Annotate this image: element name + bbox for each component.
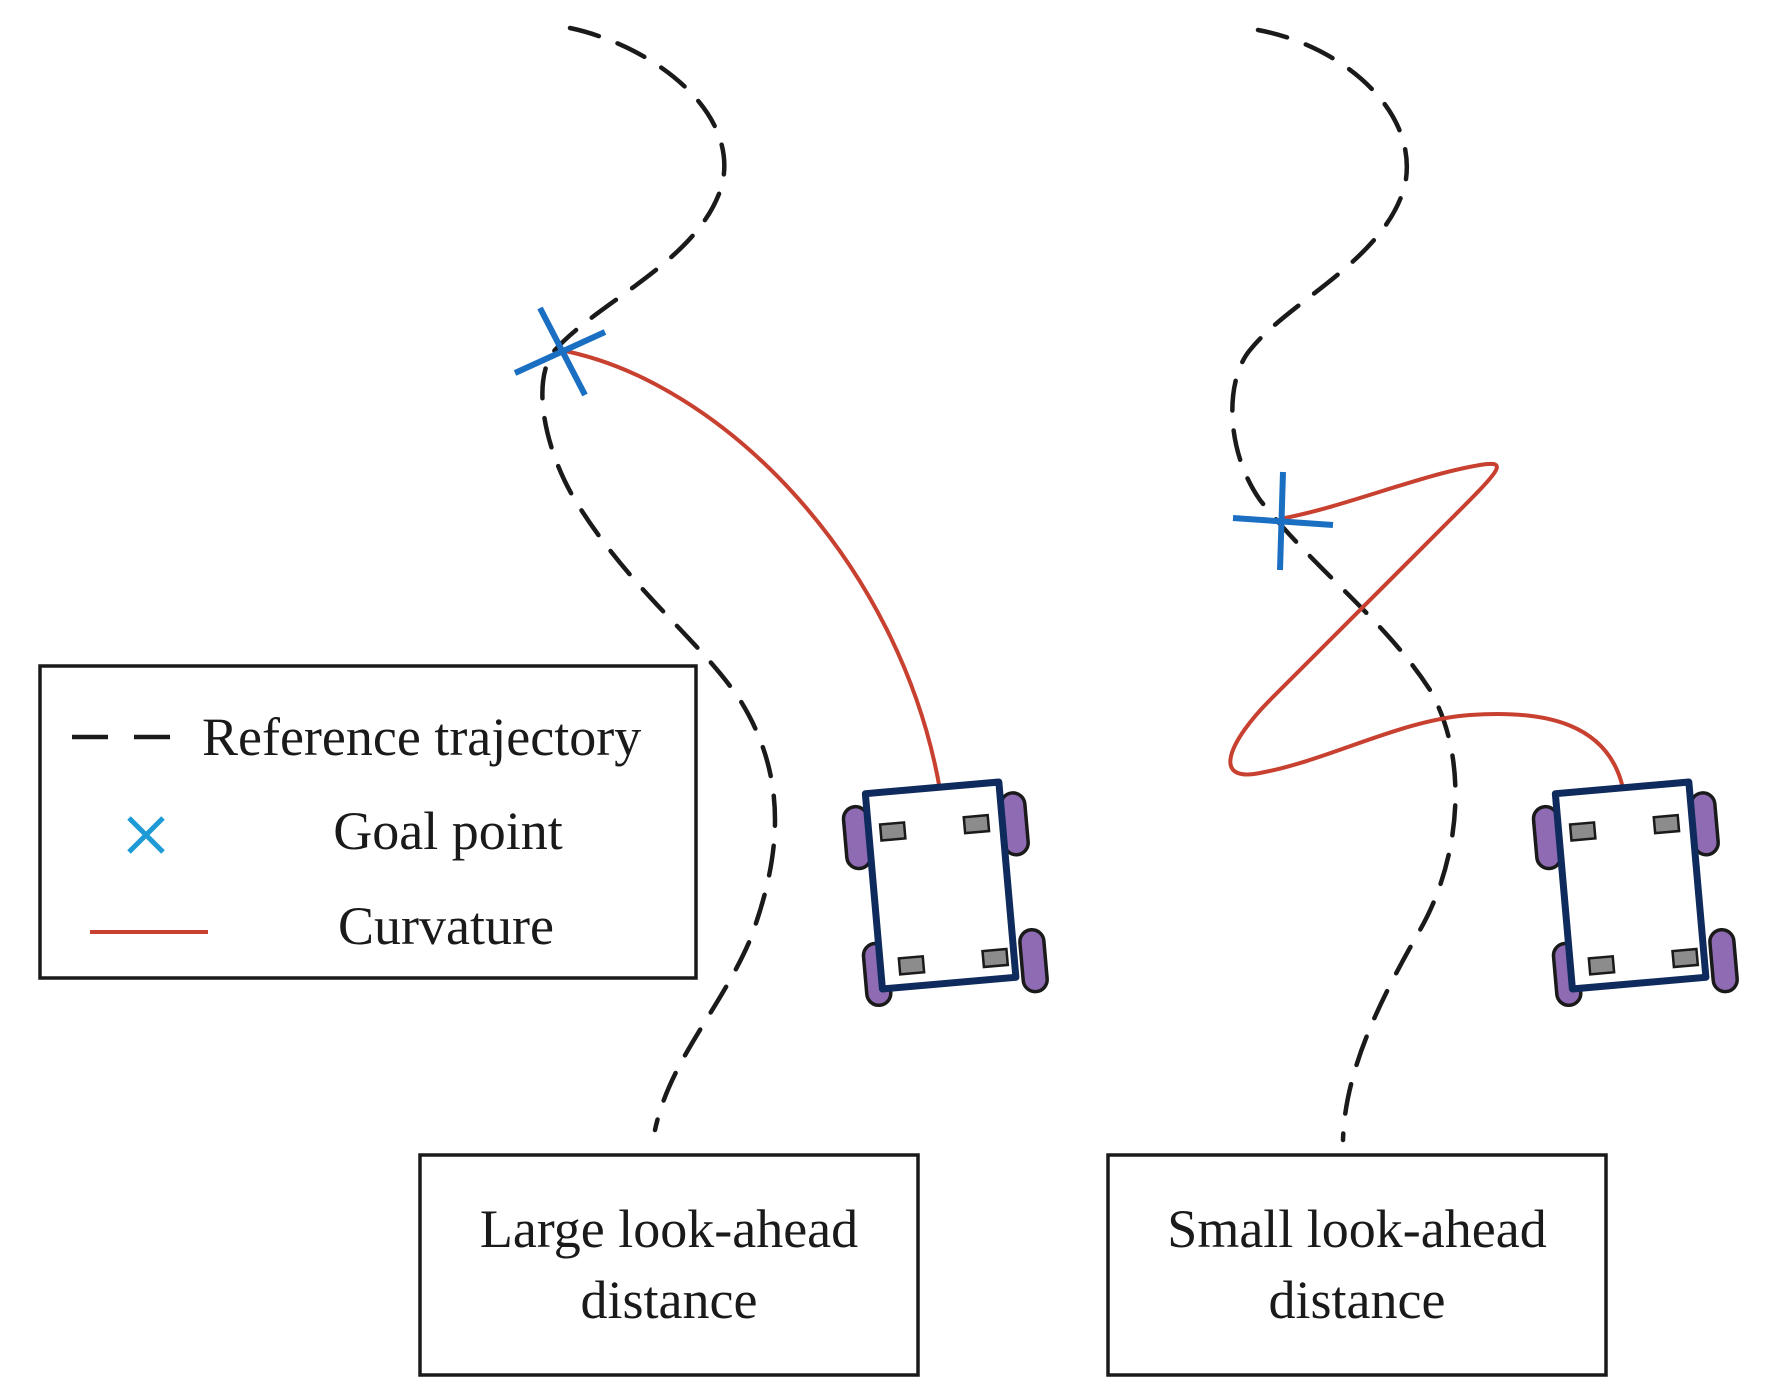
caption-box-right: Small look-ahead distance: [1106, 1153, 1608, 1377]
axle-rear-left: [1587, 954, 1616, 976]
axle-front-right: [962, 813, 991, 835]
curvature-path-right: [1228, 461, 1627, 802]
panel-large-look-ahead: Large look-ahead distance: [418, 25, 1049, 1377]
axle-front-left: [878, 821, 907, 842]
reference-trajectory-right: [1230, 27, 1458, 1143]
caption-right-line2: distance: [1269, 1270, 1446, 1330]
legend-goal-icon: [127, 816, 165, 854]
caption-left-line2: distance: [581, 1270, 758, 1330]
axle-rear-left: [897, 954, 926, 976]
axle-rear-right: [981, 947, 1010, 969]
wheel-rear-right: [1708, 928, 1739, 994]
axle-front-right: [1652, 813, 1681, 835]
caption-box-left: Large look-ahead distance: [418, 1153, 920, 1377]
robot-car-left: [841, 778, 1049, 1008]
wheel-rear-right: [1018, 928, 1049, 994]
legend-goal-label: Goal point: [333, 801, 562, 861]
caption-left-line1: Large look-ahead: [480, 1199, 858, 1259]
axle-rear-right: [1671, 947, 1700, 969]
robot-car-right: [1531, 778, 1739, 1008]
caption-right-line1: Small look-ahead: [1167, 1199, 1546, 1259]
goal-point-right: [1232, 471, 1334, 571]
legend-box: [38, 664, 698, 980]
legend-curvature-label: Curvature: [338, 896, 554, 956]
axle-front-left: [1568, 821, 1597, 842]
goal-point-left: [513, 306, 607, 397]
panel-small-look-ahead: Small look-ahead distance: [1106, 27, 1739, 1377]
legend: Reference trajectory Goal point Curvatur…: [38, 664, 698, 980]
legend-reference-label: Reference trajectory: [202, 707, 641, 767]
curvature-path-left: [558, 348, 942, 792]
